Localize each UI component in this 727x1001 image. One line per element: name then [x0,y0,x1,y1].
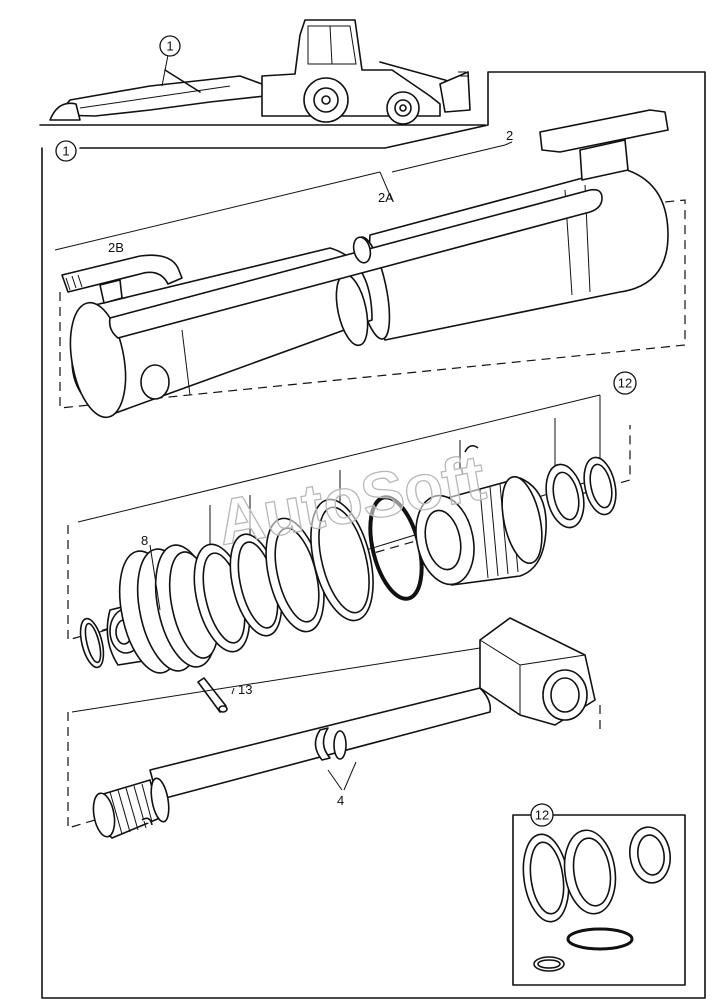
svg-text:1: 1 [62,144,69,159]
callout-seal-kit: 12 [613,371,637,395]
rod-group [67,617,601,839]
callout-overview: 1 [159,35,181,57]
barrel-group [54,109,686,419]
svg-text:1: 1 [166,39,173,54]
label-barrel: 2 [506,128,513,143]
piston-seal-group [67,394,631,713]
seal-kit-inset [512,814,686,986]
callout-frame: 1 [55,140,77,162]
label-pipe-b: 2B [108,240,124,255]
label-piston: 8 [141,533,148,548]
overview-leader [161,54,169,87]
label-rod: 4 [337,793,344,808]
main-frame [41,71,706,999]
svg-text:12: 12 [535,808,549,823]
label-pipe-a: 2A [378,190,394,205]
svg-text:12: 12 [618,376,632,391]
callout-seal-kit-inset: 12 [530,803,554,827]
backhoe-loader-overview [39,19,486,126]
